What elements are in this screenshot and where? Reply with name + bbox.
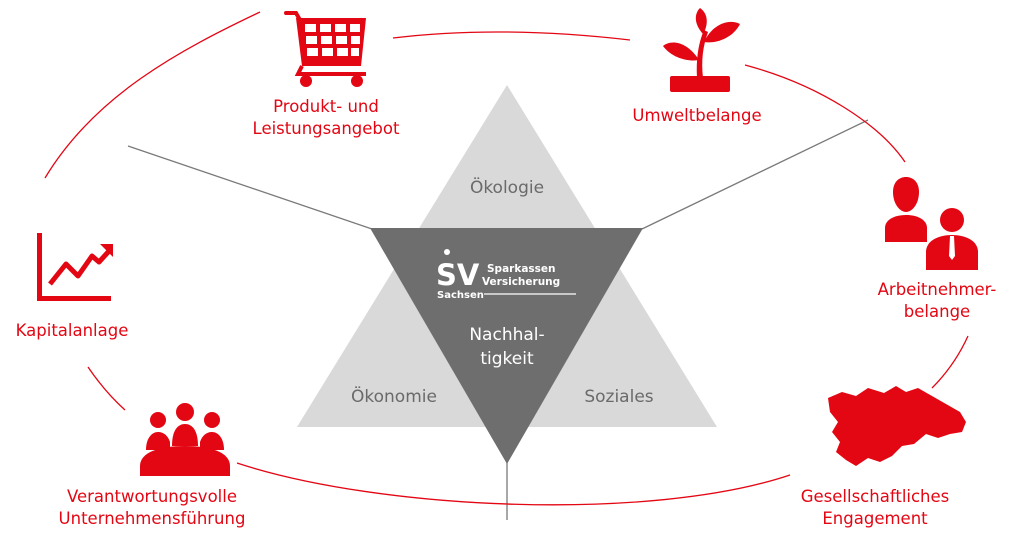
ellipse-arc bbox=[744, 64, 906, 163]
spoke-line bbox=[641, 119, 869, 230]
topic-label-line: Produkt- und bbox=[273, 97, 379, 116]
topic-label-line: Leistungsangebot bbox=[252, 119, 400, 138]
ellipse-arc bbox=[392, 31, 631, 41]
topic-label-line: Gesellschaftliches bbox=[800, 487, 950, 506]
ellipse-arc bbox=[236, 462, 791, 506]
saxony-map-icon bbox=[828, 386, 966, 466]
topic-label-line: belange bbox=[903, 302, 971, 321]
team-meeting-icon bbox=[140, 403, 230, 476]
segment-label-right: Soziales bbox=[584, 387, 653, 407]
topic-label-social-engagement: Gesellschaftliches Engagement bbox=[801, 486, 950, 530]
logo-letters-sv: SV bbox=[436, 258, 480, 292]
ellipse-arc bbox=[87, 366, 126, 411]
topic-label-employee-concerns: Arbeitnehmer- belange bbox=[878, 279, 997, 323]
topic-label-environment: Umweltbelange bbox=[632, 105, 761, 127]
rising-chart-icon bbox=[37, 233, 113, 301]
topic-label-line: Kapitalanlage bbox=[15, 321, 129, 340]
center-triangle bbox=[370, 228, 643, 464]
ellipse-arc bbox=[931, 335, 969, 389]
logo-brand-line-2: Versicherung bbox=[482, 276, 560, 288]
topic-label-product-offering: Produkt- und Leistungsangebot bbox=[253, 96, 400, 140]
topic-label-line: Unternehmensführung bbox=[58, 509, 246, 528]
plant-icon bbox=[663, 8, 740, 92]
topic-label-line: Umweltbelange bbox=[632, 106, 762, 125]
segment-label-top: Ökologie bbox=[470, 176, 544, 198]
logo-brand-line-1: Sparkassen bbox=[487, 263, 556, 275]
logo-dot bbox=[444, 249, 450, 255]
topic-label-line: Arbeitnehmer- bbox=[877, 280, 997, 299]
employees-icon bbox=[885, 177, 978, 270]
segment-label-left: Ökonomie bbox=[351, 385, 437, 407]
shopping-cart-icon bbox=[284, 11, 366, 87]
center-label-line-1: Nachhal- bbox=[469, 325, 544, 345]
sv-sachsen-logo: SV Sparkassen Versicherung Sachsen bbox=[436, 249, 576, 301]
topic-label-capital-investment: Kapitalanlage bbox=[16, 320, 129, 342]
center-label-line-2: tigkeit bbox=[480, 349, 534, 369]
spoke-line bbox=[127, 145, 373, 230]
topic-label-line: Verantwortungsvolle bbox=[66, 487, 237, 506]
logo-region: Sachsen bbox=[437, 290, 484, 301]
ellipse-arc bbox=[44, 11, 261, 179]
topic-label-line: Engagement bbox=[822, 509, 928, 528]
topic-label-governance: Verantwortungsvolle Unternehmensführung bbox=[59, 486, 246, 530]
